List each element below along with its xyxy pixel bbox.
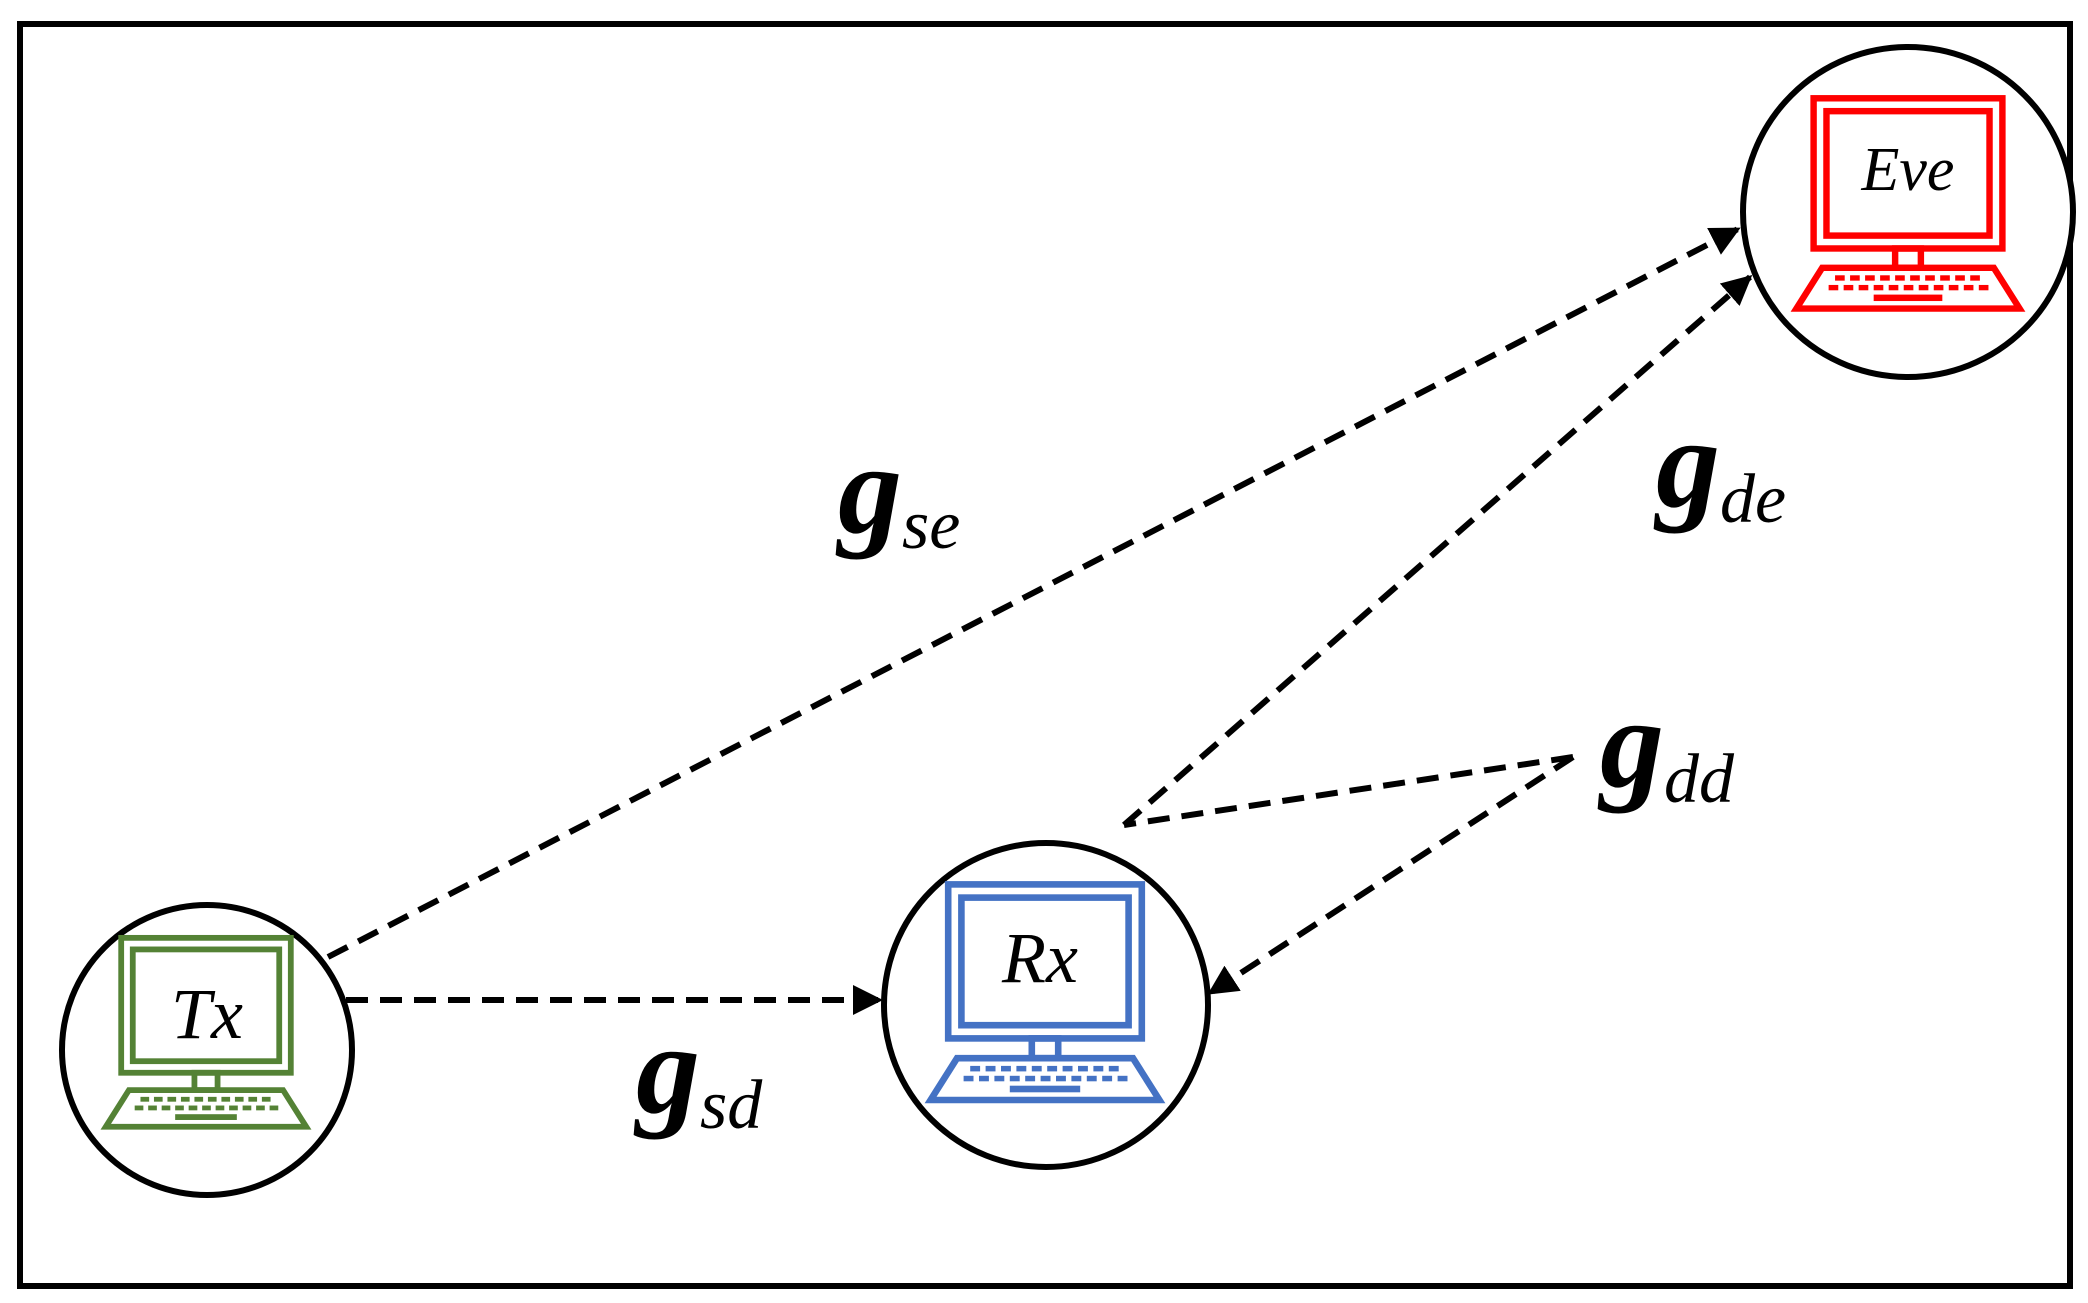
link-dd-rx-right	[1207, 754, 1575, 996]
tx-label: Tx	[171, 974, 243, 1054]
link-tx-eve	[326, 226, 1741, 960]
edge-label-dd-main: g	[1597, 672, 1664, 814]
edge-label-de-main: g	[1653, 392, 1720, 534]
rx-label: Rx	[1001, 918, 1078, 998]
eve-node: Eve	[1740, 44, 2076, 380]
edge-label-dd: gdd	[1597, 672, 1735, 818]
edge-label-sd-sub: sd	[700, 1067, 763, 1144]
edge-label-dd-sub: dd	[1664, 741, 1735, 818]
rx-node: Rx	[881, 840, 1211, 1170]
edge-label-se-sub: se	[902, 487, 960, 564]
edge-label-sd: gsd	[633, 998, 763, 1144]
tx-node: Tx	[59, 902, 355, 1198]
diagram-frame	[17, 21, 2073, 1289]
edge-label-de-sub: de	[1720, 461, 1786, 538]
eve-label: Eve	[1861, 136, 1955, 204]
edge-label-se-main: g	[835, 418, 902, 560]
edge-label-de: gde	[1653, 392, 1786, 538]
link-rx-eve	[1122, 274, 1753, 828]
edge-label-se: gse	[835, 418, 960, 564]
edge-label-sd-main: g	[633, 998, 700, 1140]
link-dd-rx-top	[1123, 754, 1574, 828]
